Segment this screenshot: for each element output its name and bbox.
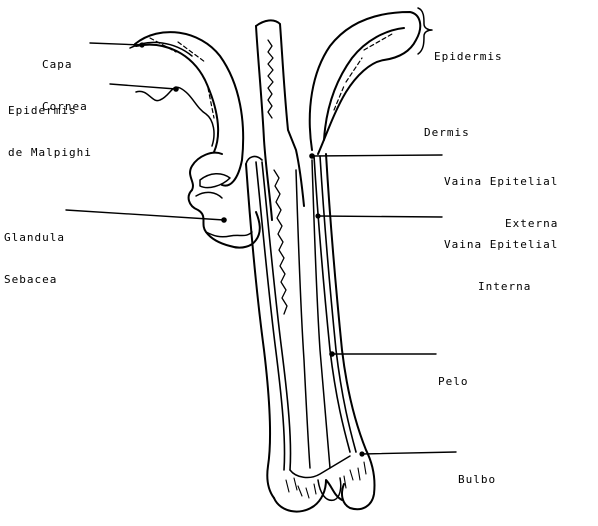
label-dermis-text: Dermis [424,126,470,140]
label-bulbo: Bulbo [458,445,496,515]
hair-core-left [296,170,310,468]
hair-shaft-jagged [268,40,273,118]
label-vaina-externa-line1: Vaina Epitelial [444,175,558,189]
label-epidermis-malpighi: Epidermis de Malpighi [8,76,92,188]
left-sheath-cap [246,157,262,164]
left-interior-jagged [274,170,287,314]
dot-bulbo [359,451,364,456]
right-epidermis-outline [310,12,421,154]
label-glandula-sebacea: Glandula Sebacea [4,203,65,315]
dot-glandula [221,217,227,223]
left-epidermis-outline [135,32,243,186]
label-bulbo-text: Bulbo [458,473,496,487]
dot-capa-cornea [139,42,144,47]
label-pelo-text: Pelo [438,375,469,389]
label-epidermis-text: Epidermis [434,50,503,64]
leader-malpighi [110,84,176,89]
label-vaina-interna-line1: Vaina Epitelial [444,238,558,252]
dot-malpighi [173,86,179,92]
outer-sheath-left [246,164,274,498]
leader-bulbo [362,452,456,454]
sebaceous-gland-scallop [206,232,252,237]
sebaceous-gland-lobe-2 [196,192,222,198]
dot-vaina-externa [309,153,315,159]
leader-vaina-externa [312,155,442,156]
bulb-hatch-2 [286,476,346,492]
bulb-inner [290,456,350,477]
label-glandula-line2: Sebacea [4,273,65,287]
label-capa-cornea-line1: Capa [42,58,88,72]
dot-vaina-interna [315,213,320,218]
left-epidermis-inner [136,45,218,152]
label-epidermis-malpighi-line1: Epidermis [8,104,92,118]
label-vaina-interna-line2: Interna [444,280,558,294]
dot-pelo [329,351,335,357]
leader-vaina-interna [318,216,442,217]
label-epidermis-malpighi-line2: de Malpighi [8,146,92,160]
label-epidermis: Epidermis [434,22,503,92]
leader-capa-cornea [90,43,142,45]
right-epidermis-inner [324,28,404,140]
left-epidermis-dash-2 [178,42,205,62]
label-vaina-interna: Vaina Epitelial Interna [444,210,558,322]
label-glandula-line1: Glandula [4,231,65,245]
malpighi-wavy-edge [136,87,214,146]
label-pelo: Pelo [438,347,469,417]
inner-sheath-left-2 [262,162,291,470]
